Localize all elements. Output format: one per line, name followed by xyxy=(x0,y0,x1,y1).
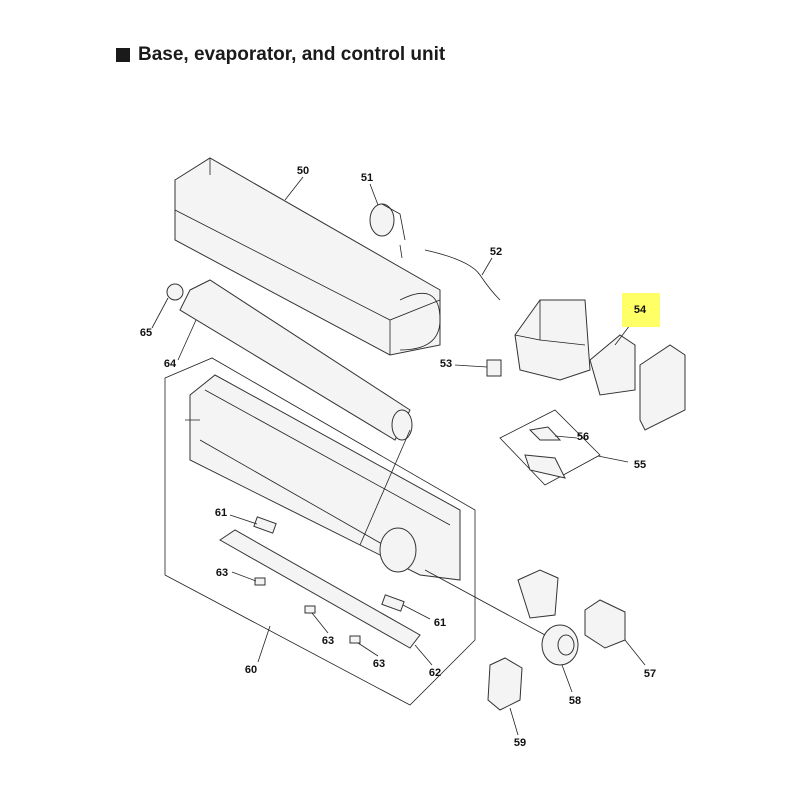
part-motor-holder[interactable] xyxy=(517,569,559,619)
part-65-bearing[interactable] xyxy=(166,283,184,301)
callout-59[interactable]: 59 xyxy=(514,737,526,749)
callout-58[interactable]: 58 xyxy=(569,695,581,707)
callout-60[interactable]: 60 xyxy=(245,664,257,676)
part-61-clip[interactable] xyxy=(381,594,405,612)
callout-57[interactable]: 57 xyxy=(644,668,656,680)
part-50-evaporator[interactable] xyxy=(174,157,441,356)
callout-54[interactable]: 54 xyxy=(634,304,647,316)
part-62-strip[interactable] xyxy=(219,529,421,649)
part-61-clip[interactable] xyxy=(253,516,277,534)
callout-51[interactable]: 51 xyxy=(361,172,373,184)
callout-52[interactable]: 52 xyxy=(490,246,502,258)
square-bullet-icon xyxy=(116,48,130,62)
leader-lines xyxy=(151,176,646,736)
section-title: Base, evaporator, and control unit xyxy=(116,44,445,66)
callout-63[interactable]: 63 xyxy=(216,567,228,579)
callout-53[interactable]: 53 xyxy=(440,358,452,370)
part-56[interactable] xyxy=(528,426,562,441)
callout-64[interactable]: 64 xyxy=(164,358,177,370)
callout-61[interactable]: 61 xyxy=(215,507,227,519)
part-52-wire[interactable] xyxy=(424,249,501,301)
part-control-box[interactable] xyxy=(514,299,591,381)
part-55-bracket[interactable] xyxy=(524,454,566,479)
highlight-box-54 xyxy=(622,293,660,327)
callout-50[interactable]: 50 xyxy=(297,165,309,177)
callout-65[interactable]: 65 xyxy=(140,327,152,339)
callout-55[interactable]: 55 xyxy=(634,459,646,471)
callout-62[interactable]: 62 xyxy=(429,667,441,679)
part-57-bracket[interactable] xyxy=(584,599,626,649)
part-63-clip[interactable] xyxy=(254,577,266,586)
section-title-text: Base, evaporator, and control unit xyxy=(138,44,446,65)
part-60-base-frame[interactable] xyxy=(185,374,461,581)
callout-63[interactable]: 63 xyxy=(373,658,385,670)
part-53[interactable] xyxy=(486,359,502,377)
callout-63[interactable]: 63 xyxy=(322,635,334,647)
part-59-bracket[interactable] xyxy=(487,657,523,711)
part-54-control-board[interactable] xyxy=(589,334,686,431)
part-60-group-outline xyxy=(164,357,476,706)
part-58-fan-motor[interactable] xyxy=(541,624,579,666)
callout-61[interactable]: 61 xyxy=(434,617,446,629)
part-63-clip[interactable] xyxy=(349,635,361,644)
part-51[interactable] xyxy=(369,203,406,259)
part-64-cross-flow-fan[interactable] xyxy=(179,279,413,441)
part-63-clip[interactable] xyxy=(304,605,316,614)
callout-56[interactable]: 56 xyxy=(577,431,589,443)
